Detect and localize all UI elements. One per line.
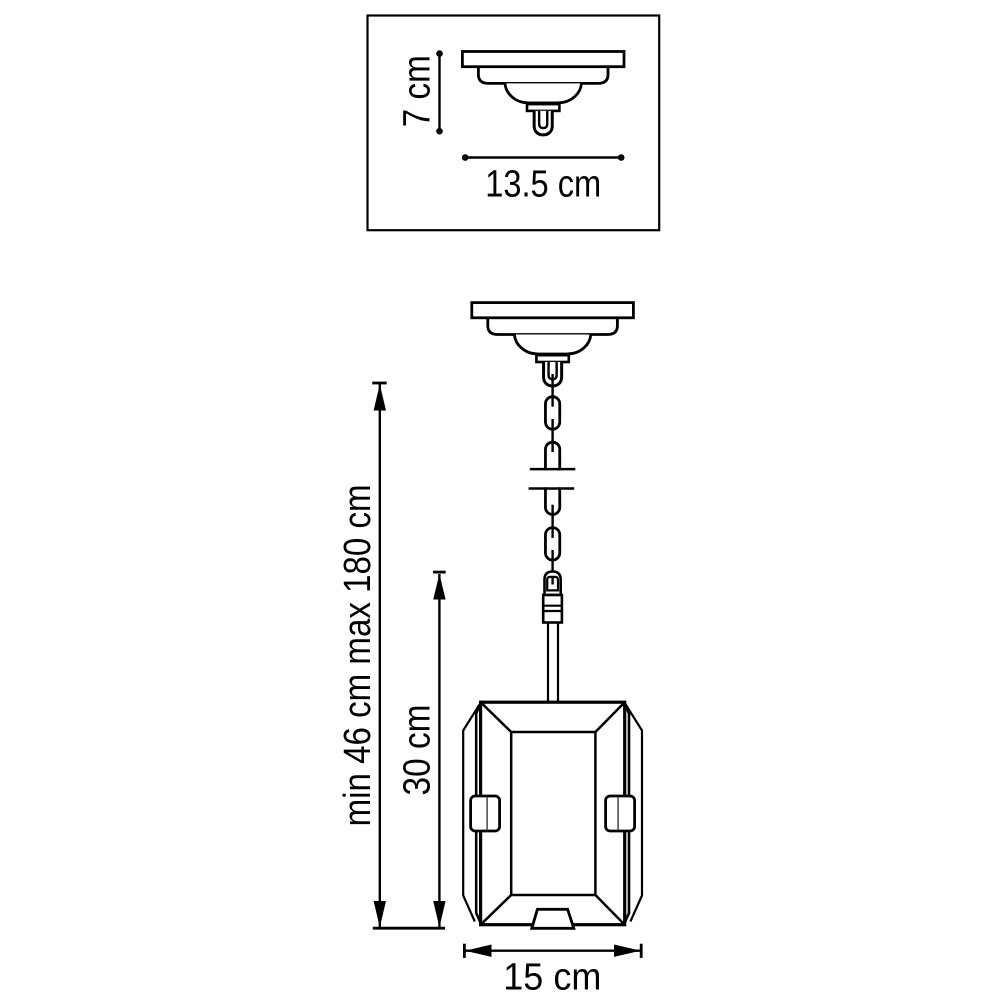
svg-text:13.5 cm: 13.5 cm [485,164,601,206]
svg-text:min 46 cm max 180 cm: min 46 cm max 180 cm [337,484,379,826]
svg-text:7 cm: 7 cm [397,55,439,127]
svg-text:15 cm: 15 cm [503,957,601,999]
svg-text:30 cm: 30 cm [397,705,439,796]
